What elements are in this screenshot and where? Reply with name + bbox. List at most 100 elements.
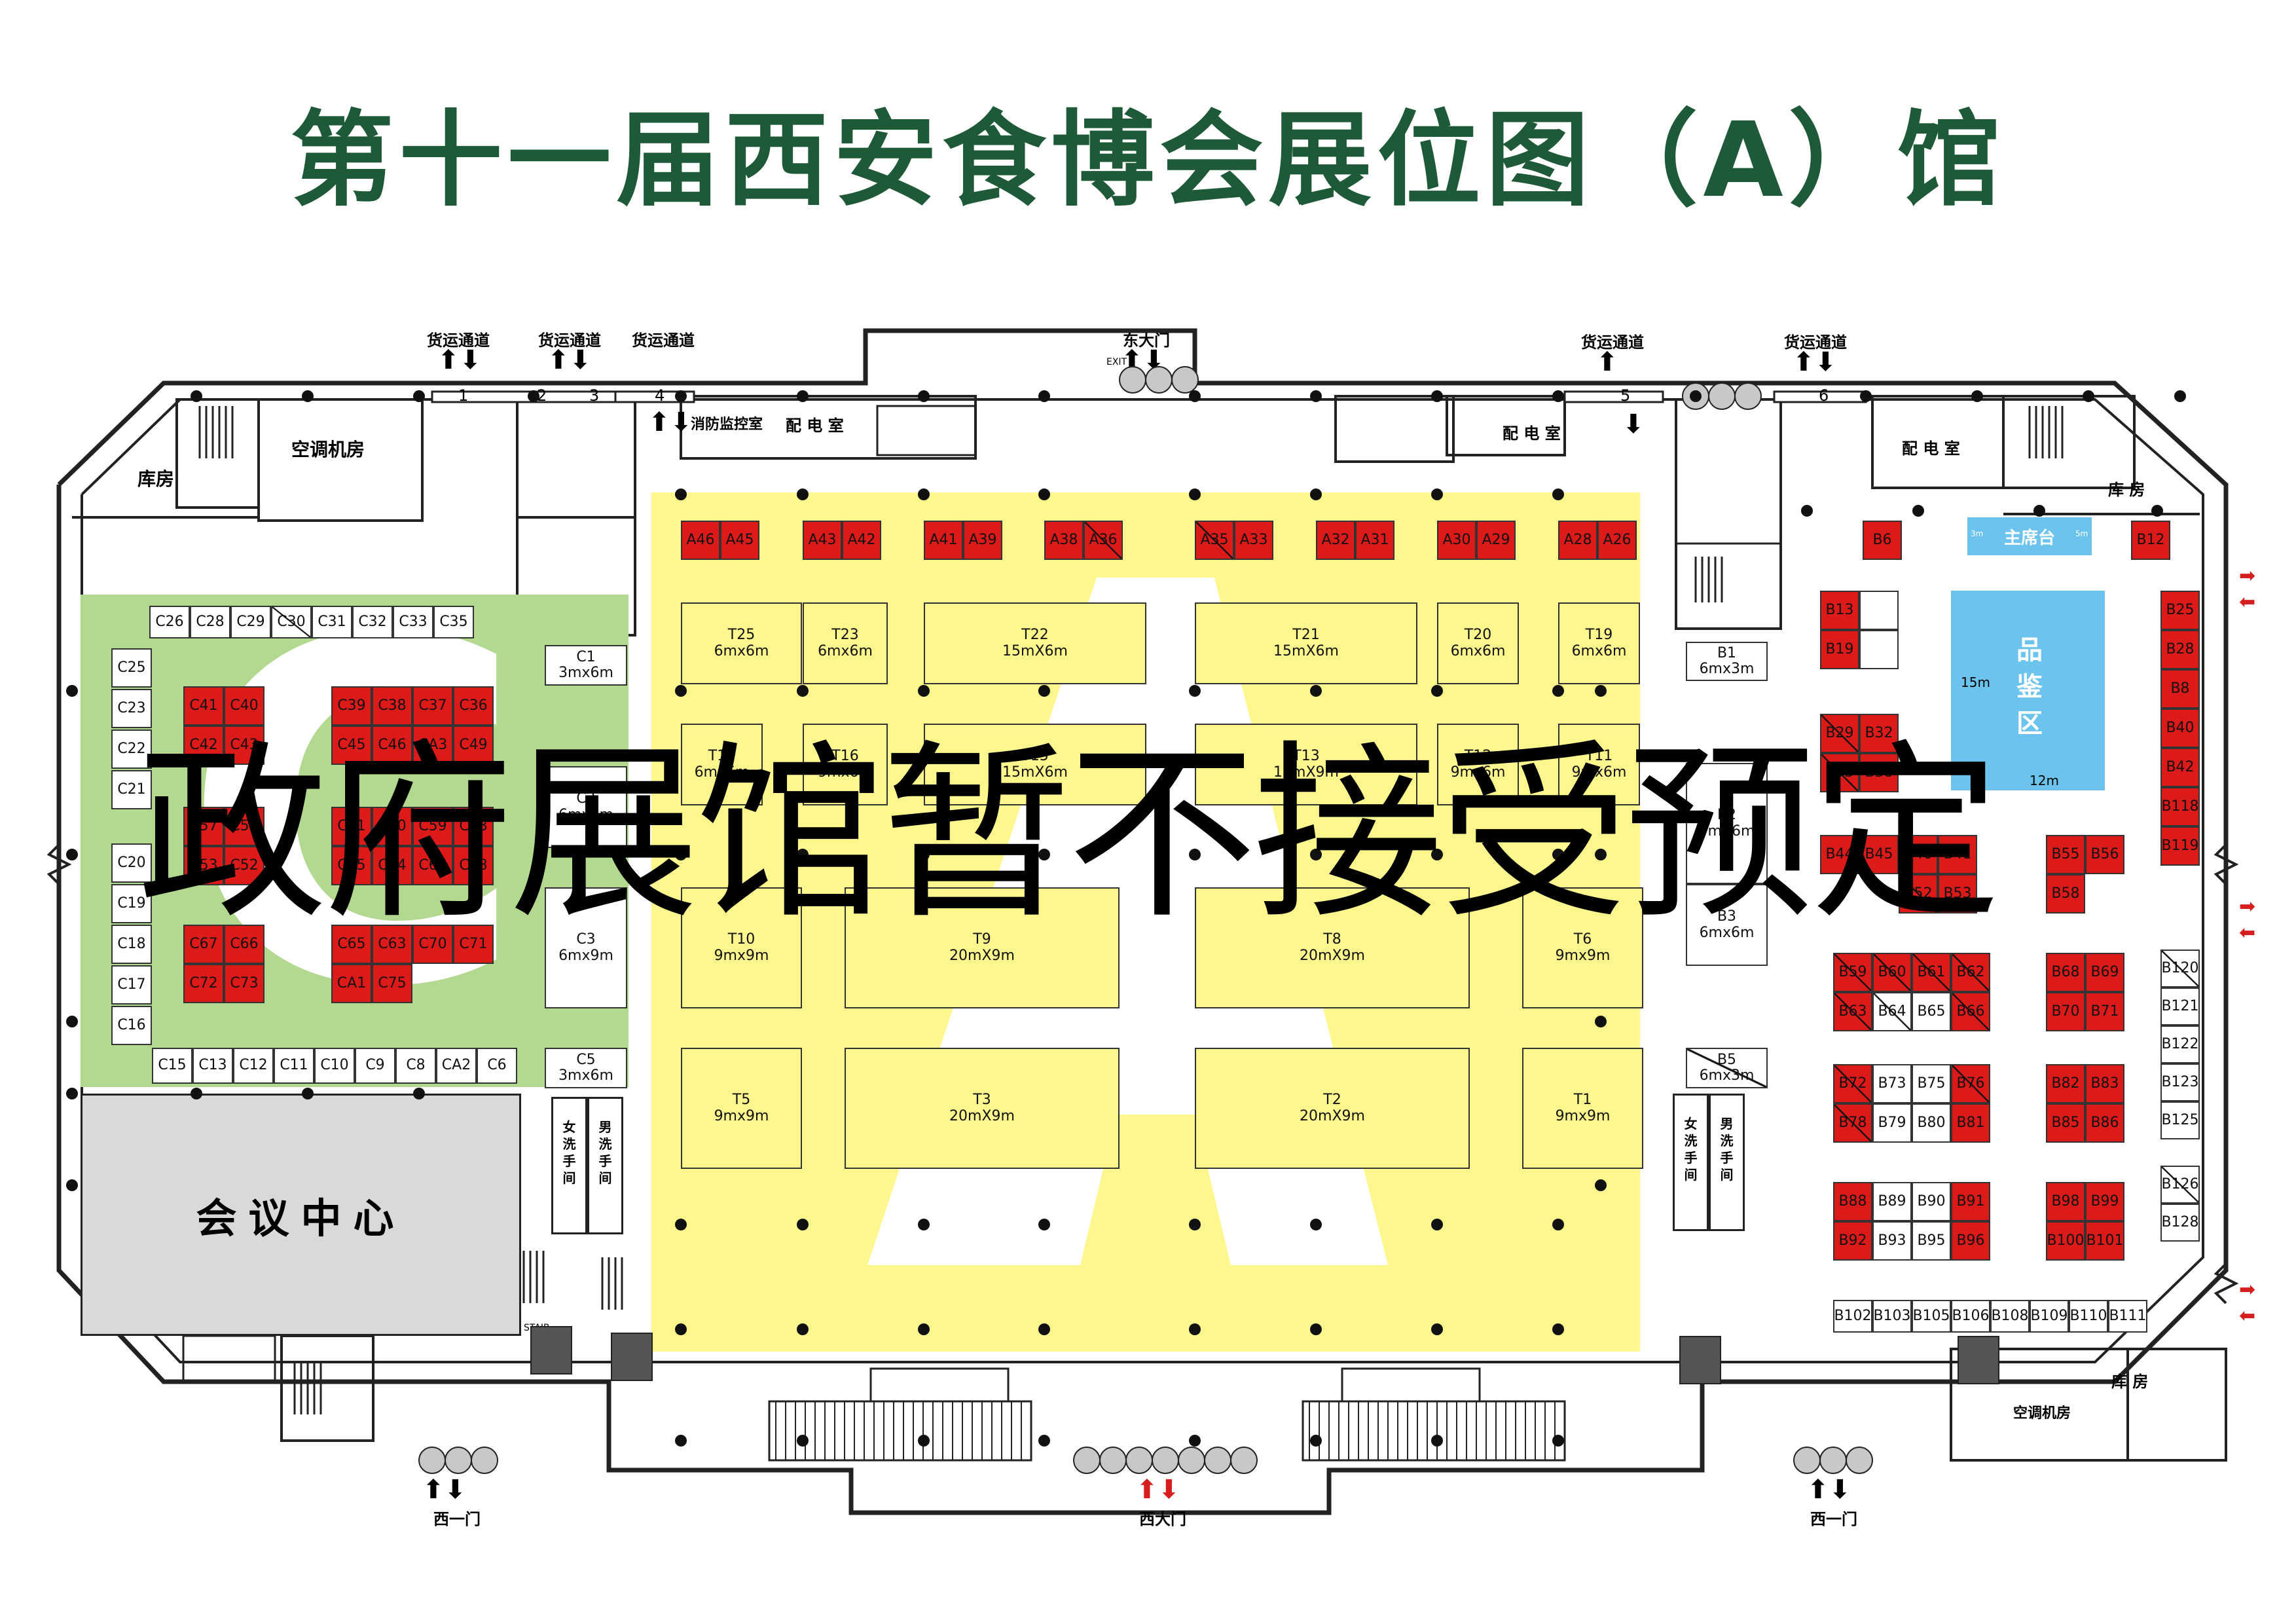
- booth-c46[interactable]: C46: [372, 726, 412, 765]
- booth-a28[interactable]: A28: [1558, 521, 1597, 560]
- booth-c20[interactable]: C20: [111, 843, 152, 883]
- booth-c17[interactable]: C17: [111, 965, 152, 1005]
- booth-a39[interactable]: A39: [963, 521, 1002, 560]
- booth-b90[interactable]: B90: [1912, 1182, 1951, 1221]
- booth-ca3[interactable]: CA3: [412, 726, 453, 765]
- booth-a29[interactable]: A29: [1476, 521, 1516, 560]
- booth-c5[interactable]: C5 3mx6m: [545, 1048, 627, 1088]
- booth-b79[interactable]: B79: [1872, 1103, 1912, 1143]
- booth-c22[interactable]: C22: [111, 729, 152, 769]
- booth-b102[interactable]: B102: [1833, 1300, 1872, 1333]
- booth-c66[interactable]: C66: [224, 925, 264, 964]
- booth-c39[interactable]: C39: [331, 686, 372, 726]
- booth-b118[interactable]: B118: [2160, 787, 2200, 826]
- booth-b58[interactable]: B58: [2046, 874, 2085, 913]
- booth-c15[interactable]: C15: [152, 1048, 192, 1084]
- booth-c50[interactable]: C50: [372, 807, 412, 846]
- booth-b56[interactable]: B56: [2085, 835, 2124, 874]
- booth-b5[interactable]: B5 6mx3m: [1686, 1048, 1768, 1088]
- booth-t13[interactable]: T13 15mX9m: [1195, 724, 1417, 805]
- booth-b64[interactable]: B64: [1872, 992, 1912, 1031]
- booth-c45[interactable]: C45: [331, 726, 372, 765]
- booth-c36[interactable]: C36: [453, 686, 494, 726]
- booth-c10[interactable]: C10: [314, 1048, 355, 1084]
- booth-t1[interactable]: T1 9mx9m: [1522, 1048, 1643, 1169]
- booth-b19[interactable]: B19: [1820, 630, 1859, 669]
- booth-b98[interactable]: B98: [2046, 1182, 2085, 1221]
- booth-b33[interactable]: B33: [1820, 753, 1859, 792]
- booth-c75[interactable]: C75: [372, 964, 412, 1003]
- booth-b40[interactable]: B40: [2160, 709, 2200, 748]
- booth-a36[interactable]: A36: [1084, 521, 1123, 560]
- booth-c56[interactable]: C56: [224, 807, 264, 846]
- booth-b53[interactable]: B53: [1938, 874, 1977, 913]
- booth-c52[interactable]: C52: [224, 846, 264, 885]
- booth-b76[interactable]: B76: [1951, 1064, 1990, 1103]
- booth-c65[interactable]: C65: [331, 925, 372, 964]
- booth-b119[interactable]: B119: [2160, 826, 2200, 866]
- booth-c42[interactable]: C42: [183, 726, 224, 765]
- booth-b96[interactable]: B96: [1951, 1221, 1990, 1261]
- booth-b91[interactable]: B91: [1951, 1182, 1990, 1221]
- booth-t15[interactable]: T15 15mX6m: [924, 724, 1146, 805]
- booth-b108[interactable]: B108: [1990, 1300, 2030, 1333]
- booth-c21[interactable]: C21: [111, 770, 152, 809]
- booth-b121[interactable]: B121: [2160, 987, 2200, 1025]
- booth-b126[interactable]: B126: [2160, 1166, 2200, 1204]
- booth-b69[interactable]: B69: [2085, 953, 2124, 992]
- booth-b81[interactable]: B81: [1951, 1103, 1990, 1143]
- booth-b103[interactable]: B103: [1872, 1300, 1912, 1333]
- booth-t9[interactable]: T9 20mX9m: [845, 887, 1120, 1008]
- booth-c29[interactable]: C29: [230, 606, 271, 638]
- booth-c31[interactable]: C31: [312, 606, 352, 638]
- booth-c19[interactable]: C19: [111, 884, 152, 923]
- booth-b28[interactable]: B28: [2160, 630, 2200, 669]
- booth-b44[interactable]: B44: [1820, 835, 1859, 874]
- booth-a43[interactable]: A43: [803, 521, 842, 560]
- booth-c49[interactable]: C49: [453, 726, 494, 765]
- booth-c58[interactable]: C58: [453, 807, 494, 846]
- booth-c35[interactable]: C35: [433, 606, 474, 638]
- booth-c70[interactable]: C70: [412, 925, 453, 964]
- booth-t8[interactable]: T8 20mX9m: [1195, 887, 1470, 1008]
- booth-b55[interactable]: B55: [2046, 835, 2085, 874]
- booth-c9[interactable]: C9: [355, 1048, 395, 1084]
- booth-b12[interactable]: B12: [2131, 521, 2170, 560]
- booth-b101[interactable]: B101: [2085, 1221, 2124, 1261]
- booth-c32[interactable]: C32: [352, 606, 393, 638]
- booth-c41[interactable]: C41: [183, 686, 224, 726]
- booth-b41[interactable]: B41: [1938, 835, 1977, 874]
- booth-c28[interactable]: C28: [190, 606, 230, 638]
- booth-t21[interactable]: T21 15mX6m: [1195, 602, 1417, 684]
- booth-c68[interactable]: C68: [453, 846, 494, 885]
- booth-c26[interactable]: C26: [149, 606, 190, 638]
- booth-b83[interactable]: B83: [2085, 1064, 2124, 1103]
- booth-b120[interactable]: B120: [2160, 950, 2200, 987]
- booth-b85[interactable]: B85: [2046, 1103, 2085, 1143]
- booth-c55[interactable]: C55: [331, 846, 372, 885]
- booth-b105[interactable]: B105: [1912, 1300, 1951, 1333]
- booth-t18[interactable]: T18 6mx6m: [681, 724, 763, 805]
- booth-c72[interactable]: C72: [183, 964, 224, 1003]
- booth-b60[interactable]: B60: [1872, 953, 1912, 992]
- booth-b99[interactable]: B99: [2085, 1182, 2124, 1221]
- booth-b68[interactable]: B68: [2046, 953, 2085, 992]
- booth-a31[interactable]: A31: [1355, 521, 1394, 560]
- booth-a46[interactable]: A46: [681, 521, 720, 560]
- booth-a42[interactable]: A42: [842, 521, 881, 560]
- booth-c67[interactable]: C67: [183, 925, 224, 964]
- booth-b72[interactable]: B72: [1833, 1064, 1872, 1103]
- booth-c6[interactable]: C6: [477, 1048, 517, 1084]
- booth-b45[interactable]: B45: [1859, 835, 1899, 874]
- booth-b59[interactable]: B59: [1833, 953, 1872, 992]
- booth-b1[interactable]: B1 6mx3m: [1686, 642, 1768, 681]
- booth-t3[interactable]: T3 20mX9m: [845, 1048, 1120, 1169]
- booth-t12[interactable]: T12 9mx6m: [1437, 724, 1519, 805]
- booth-b73[interactable]: B73: [1872, 1064, 1912, 1103]
- booth-b42[interactable]: B42: [2160, 748, 2200, 787]
- booth-c3[interactable]: C3 6mx9m: [545, 887, 627, 1008]
- booth-c30[interactable]: C30: [271, 606, 312, 638]
- booth-c40[interactable]: C40: [224, 686, 264, 726]
- booth-b109[interactable]: B109: [2030, 1300, 2069, 1333]
- booth-c23[interactable]: C23: [111, 689, 152, 728]
